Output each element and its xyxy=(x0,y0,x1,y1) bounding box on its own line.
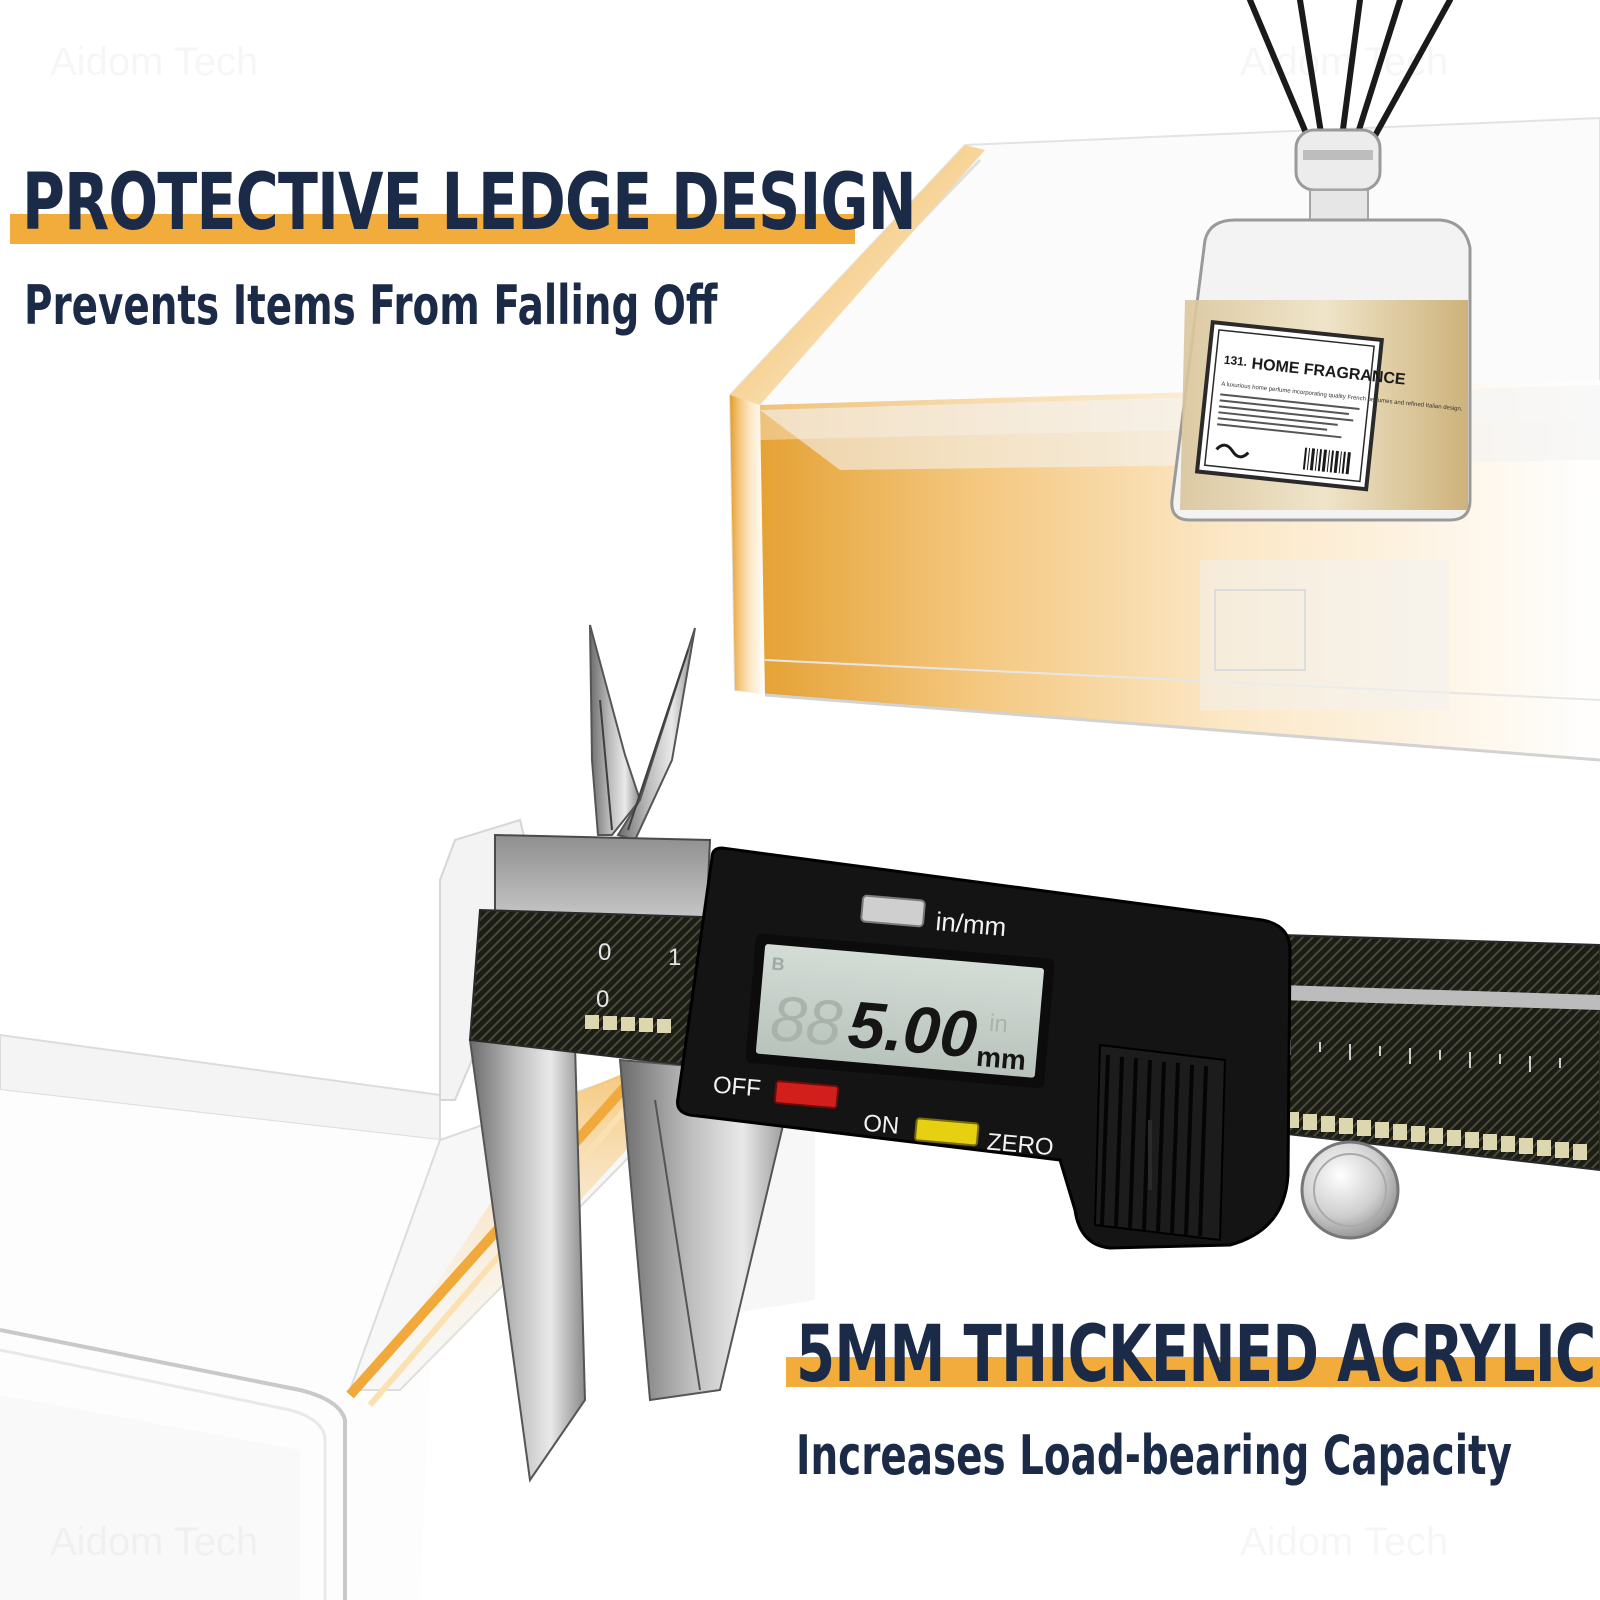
brand-logo-icon xyxy=(1215,443,1250,459)
locking-knob xyxy=(1300,1140,1400,1240)
digital-caliper: 0 1 0 in/mm xyxy=(468,624,1600,1483)
feature-title: 5MM THICKENED ACRYLIC xyxy=(796,1310,1596,1400)
title-highlight-bar xyxy=(10,214,855,244)
feature-subtitle: Prevents Items From Falling Off xyxy=(24,274,718,337)
scale-number-1-top: 1 xyxy=(668,944,681,971)
on-label: ON xyxy=(862,1110,900,1140)
off-button[interactable] xyxy=(773,1080,840,1109)
watermark: Aidom Tech xyxy=(50,40,258,85)
lcd-mode-letter: B xyxy=(771,954,786,975)
lcd-display: B 88 5.00 in mm xyxy=(745,933,1055,1089)
scale-number-0-top: 0 xyxy=(598,939,611,966)
bottle-label: 131. HOME FRAGRANCE A luxurious home per… xyxy=(1194,320,1463,492)
unit-toggle-button[interactable] xyxy=(860,894,926,928)
watermark: Aidom Tech xyxy=(1240,1520,1448,1565)
feature-subtitle: Increases Load-bearing Capacity xyxy=(796,1424,1512,1487)
acrylic-shelf-bottom xyxy=(0,818,815,1600)
watermark: Aidom Tech xyxy=(1240,40,1448,85)
fragrance-bottle: 131. HOME FRAGRANCE A luxurious home per… xyxy=(1170,0,1472,710)
lcd-unit-in: in xyxy=(988,1010,1009,1039)
feature-title: PROTECTIVE LEDGE DESIGN xyxy=(22,158,917,248)
lcd-ghost-digits: 88 xyxy=(768,982,846,1060)
scale-number-0-bottom: 0 xyxy=(596,986,609,1013)
on-zero-button[interactable] xyxy=(914,1117,980,1147)
lcd-reading: 5.00 xyxy=(845,987,980,1072)
unit-toggle-label: in/mm xyxy=(934,906,1007,942)
title-highlight-bar xyxy=(786,1357,1600,1387)
thumb-grip xyxy=(1093,1043,1227,1242)
off-label: OFF xyxy=(712,1071,762,1102)
watermark: Aidom Tech xyxy=(50,1520,258,1565)
zero-label: ZERO xyxy=(986,1129,1055,1162)
lcd-unit-mm: mm xyxy=(975,1041,1027,1076)
label-number: 131. xyxy=(1223,353,1248,369)
barcode-icon xyxy=(1302,447,1351,475)
